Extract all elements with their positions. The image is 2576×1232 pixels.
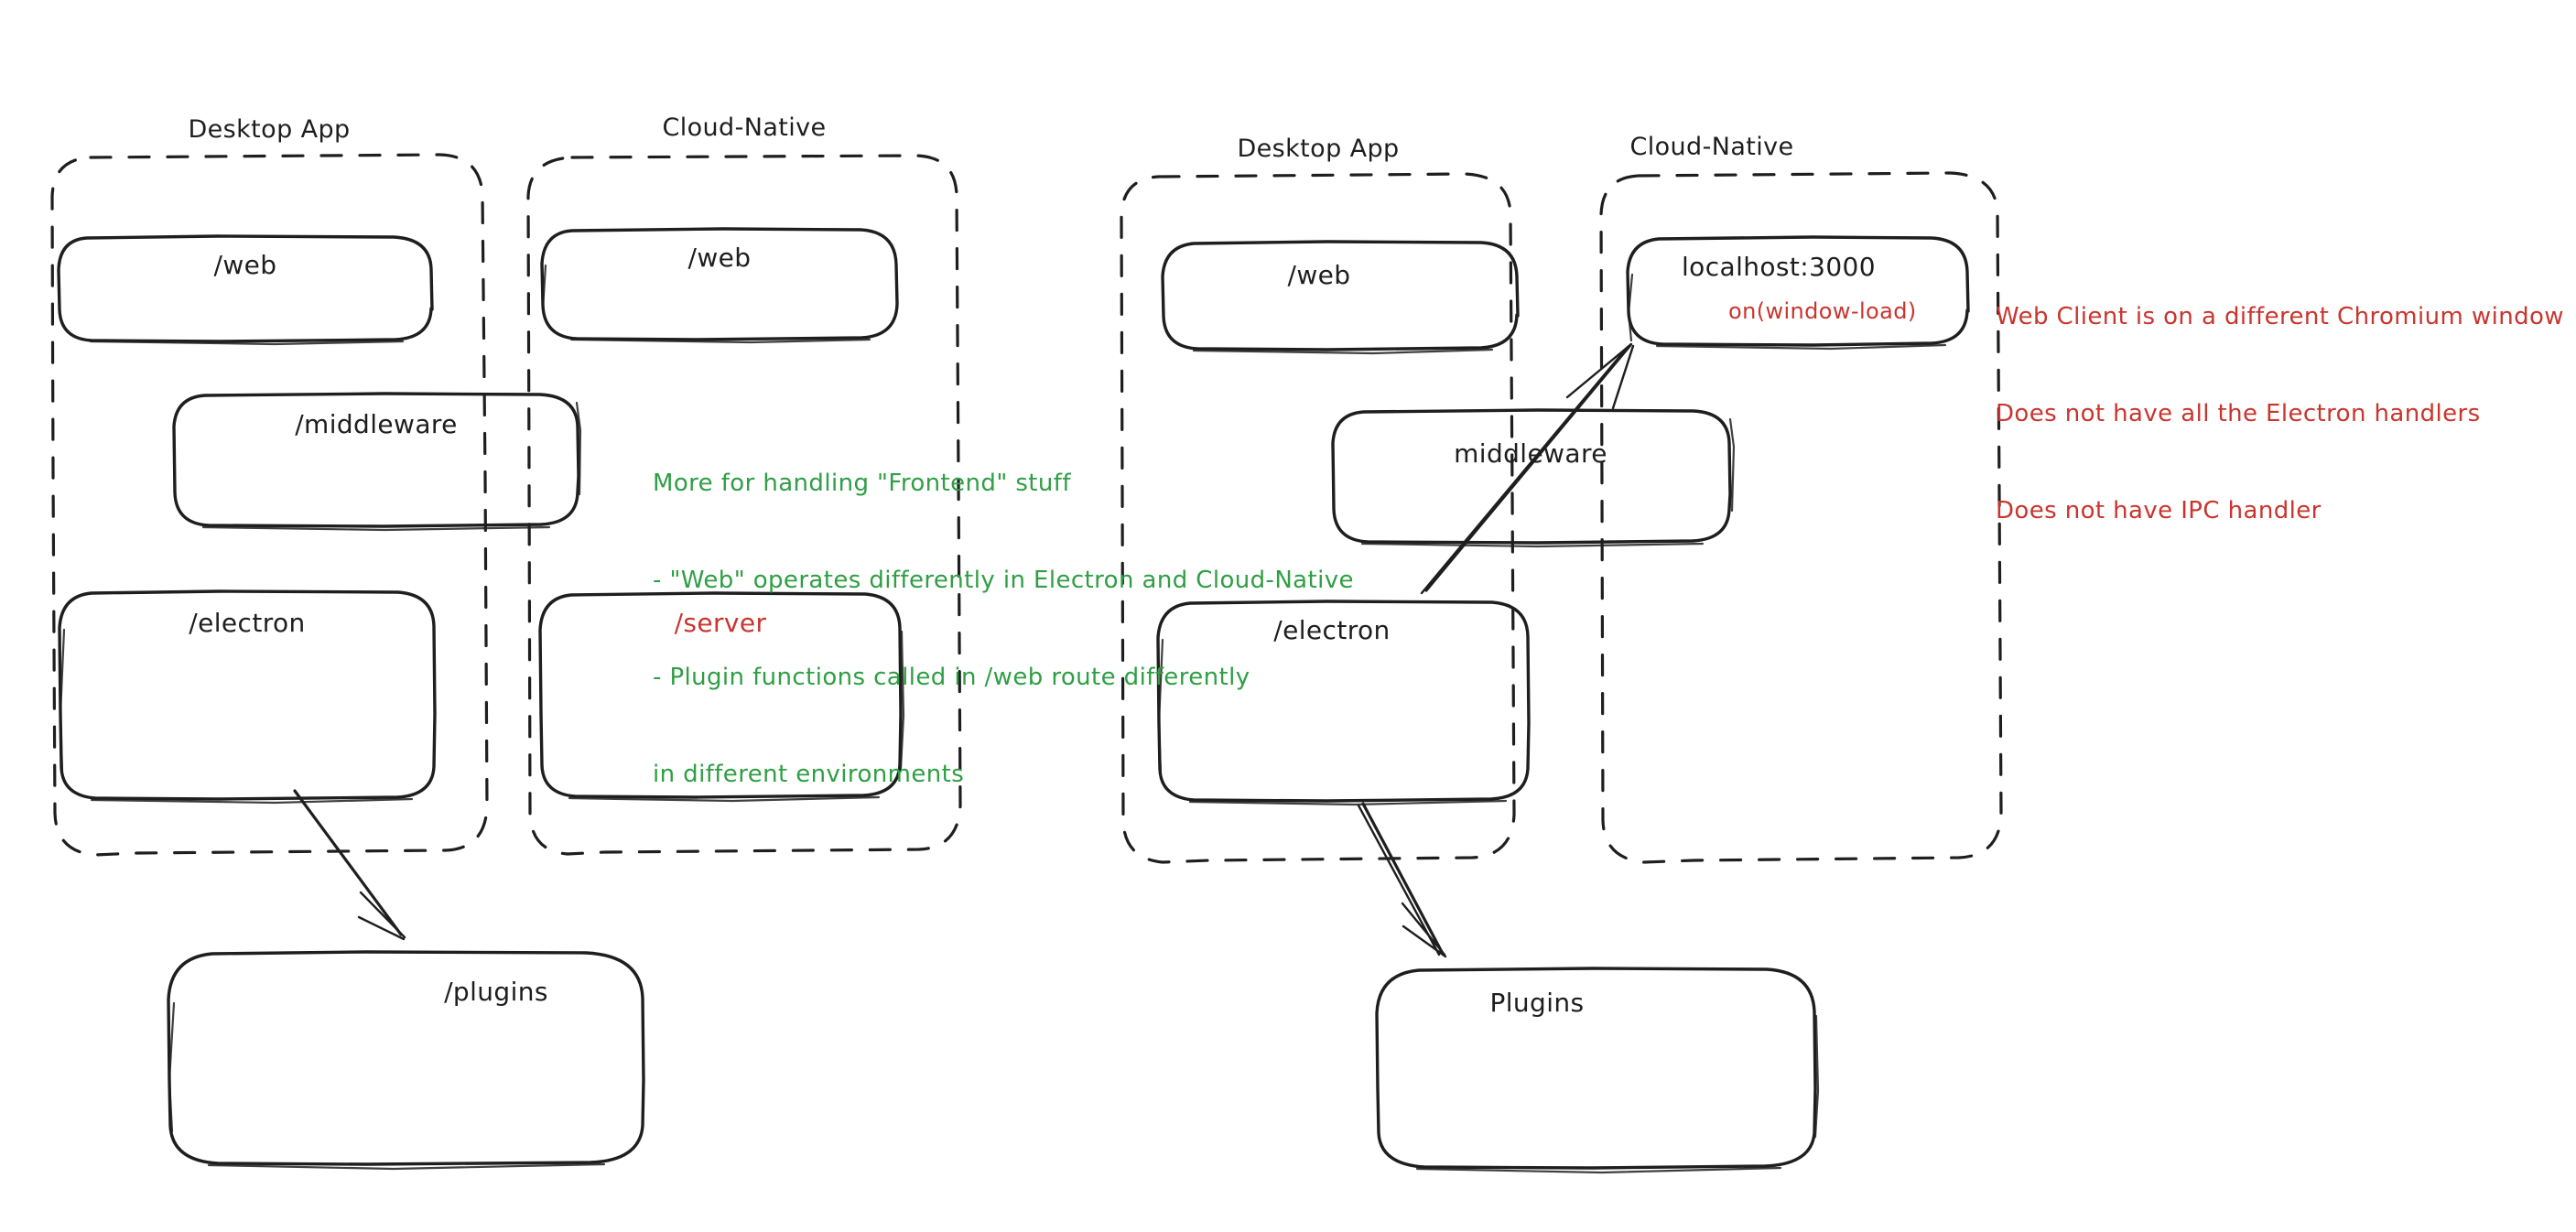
right-group-cloud-native-border <box>1599 171 2003 864</box>
right-node-middleware-shape <box>1331 408 1736 548</box>
left-group-cloud-native-border <box>526 154 962 856</box>
right-node-middleware-label[interactable]: middleware <box>1454 438 1607 469</box>
left-node-web-cloud-shape <box>540 227 899 344</box>
left-node-middleware-shape <box>172 392 582 532</box>
right-node-plugins-label[interactable]: Plugins <box>1489 988 1585 1018</box>
left-annotation-line-3: - Plugin functions called in /web route … <box>653 663 1250 691</box>
right-annotation-line-1: Web Client is on a different Chromium wi… <box>1996 302 2564 330</box>
left-node-web-desktop-label[interactable]: /web <box>213 250 277 280</box>
left-node-middleware-label[interactable]: /middleware <box>295 409 458 439</box>
left-group-title-cloud-native: Cloud-Native <box>662 113 827 142</box>
right-node-web-label[interactable]: /web <box>1287 260 1351 290</box>
right-node-electron-shape <box>1156 600 1531 806</box>
right-annotation-line-3: Does not have IPC handler <box>1996 496 2322 524</box>
left-node-plugins-label[interactable]: /plugins <box>444 977 548 1007</box>
right-node-plugins-shape <box>1375 967 1820 1174</box>
right-node-localhost-label[interactable]: localhost:3000 <box>1682 252 1876 282</box>
right-arrow-electron-to-plugins <box>1357 802 1447 958</box>
right-annotation-line-2: Does not have all the Electron handlers <box>1996 399 2481 427</box>
left-group-title-desktop-app: Desktop App <box>188 115 351 144</box>
right-node-localhost-sublabel: on(window-load) <box>1728 298 1917 324</box>
left-node-electron-shape <box>58 589 437 805</box>
right-group-title-desktop-app: Desktop App <box>1237 135 1400 163</box>
left-node-web-desktop-shape <box>57 234 434 346</box>
left-node-plugins-shape <box>167 950 645 1171</box>
left-group-desktop-app-border <box>50 153 489 857</box>
left-annotation-line-2: - "Web" operates differently in Electron… <box>653 566 1354 594</box>
right-node-localhost-shape <box>1626 235 1970 351</box>
left-annotation-line-1: More for handling "Frontend" stuff <box>653 469 1071 497</box>
left-annotation-green: More for handling "Frontend" stuff - "We… <box>653 403 1354 856</box>
right-node-web-shape <box>1161 240 1520 355</box>
left-annotation-line-4: in different environments <box>653 760 965 788</box>
right-annotation-red: Web Client is on a different Chromium wi… <box>1996 236 2564 592</box>
left-node-web-cloud-label[interactable]: /web <box>687 243 752 273</box>
right-group-desktop-app-border <box>1120 172 1516 864</box>
right-group-title-cloud-native: Cloud-Native <box>1629 133 1794 161</box>
left-node-server-shape <box>538 591 905 803</box>
left-node-electron-label[interactable]: /electron <box>189 608 306 638</box>
left-arrow-electron-to-plugins <box>293 789 406 941</box>
right-node-electron-label[interactable]: /electron <box>1273 615 1391 645</box>
left-node-server-label[interactable]: /server <box>674 608 767 638</box>
right-arrow-electron-to-localhost <box>1420 342 1635 595</box>
